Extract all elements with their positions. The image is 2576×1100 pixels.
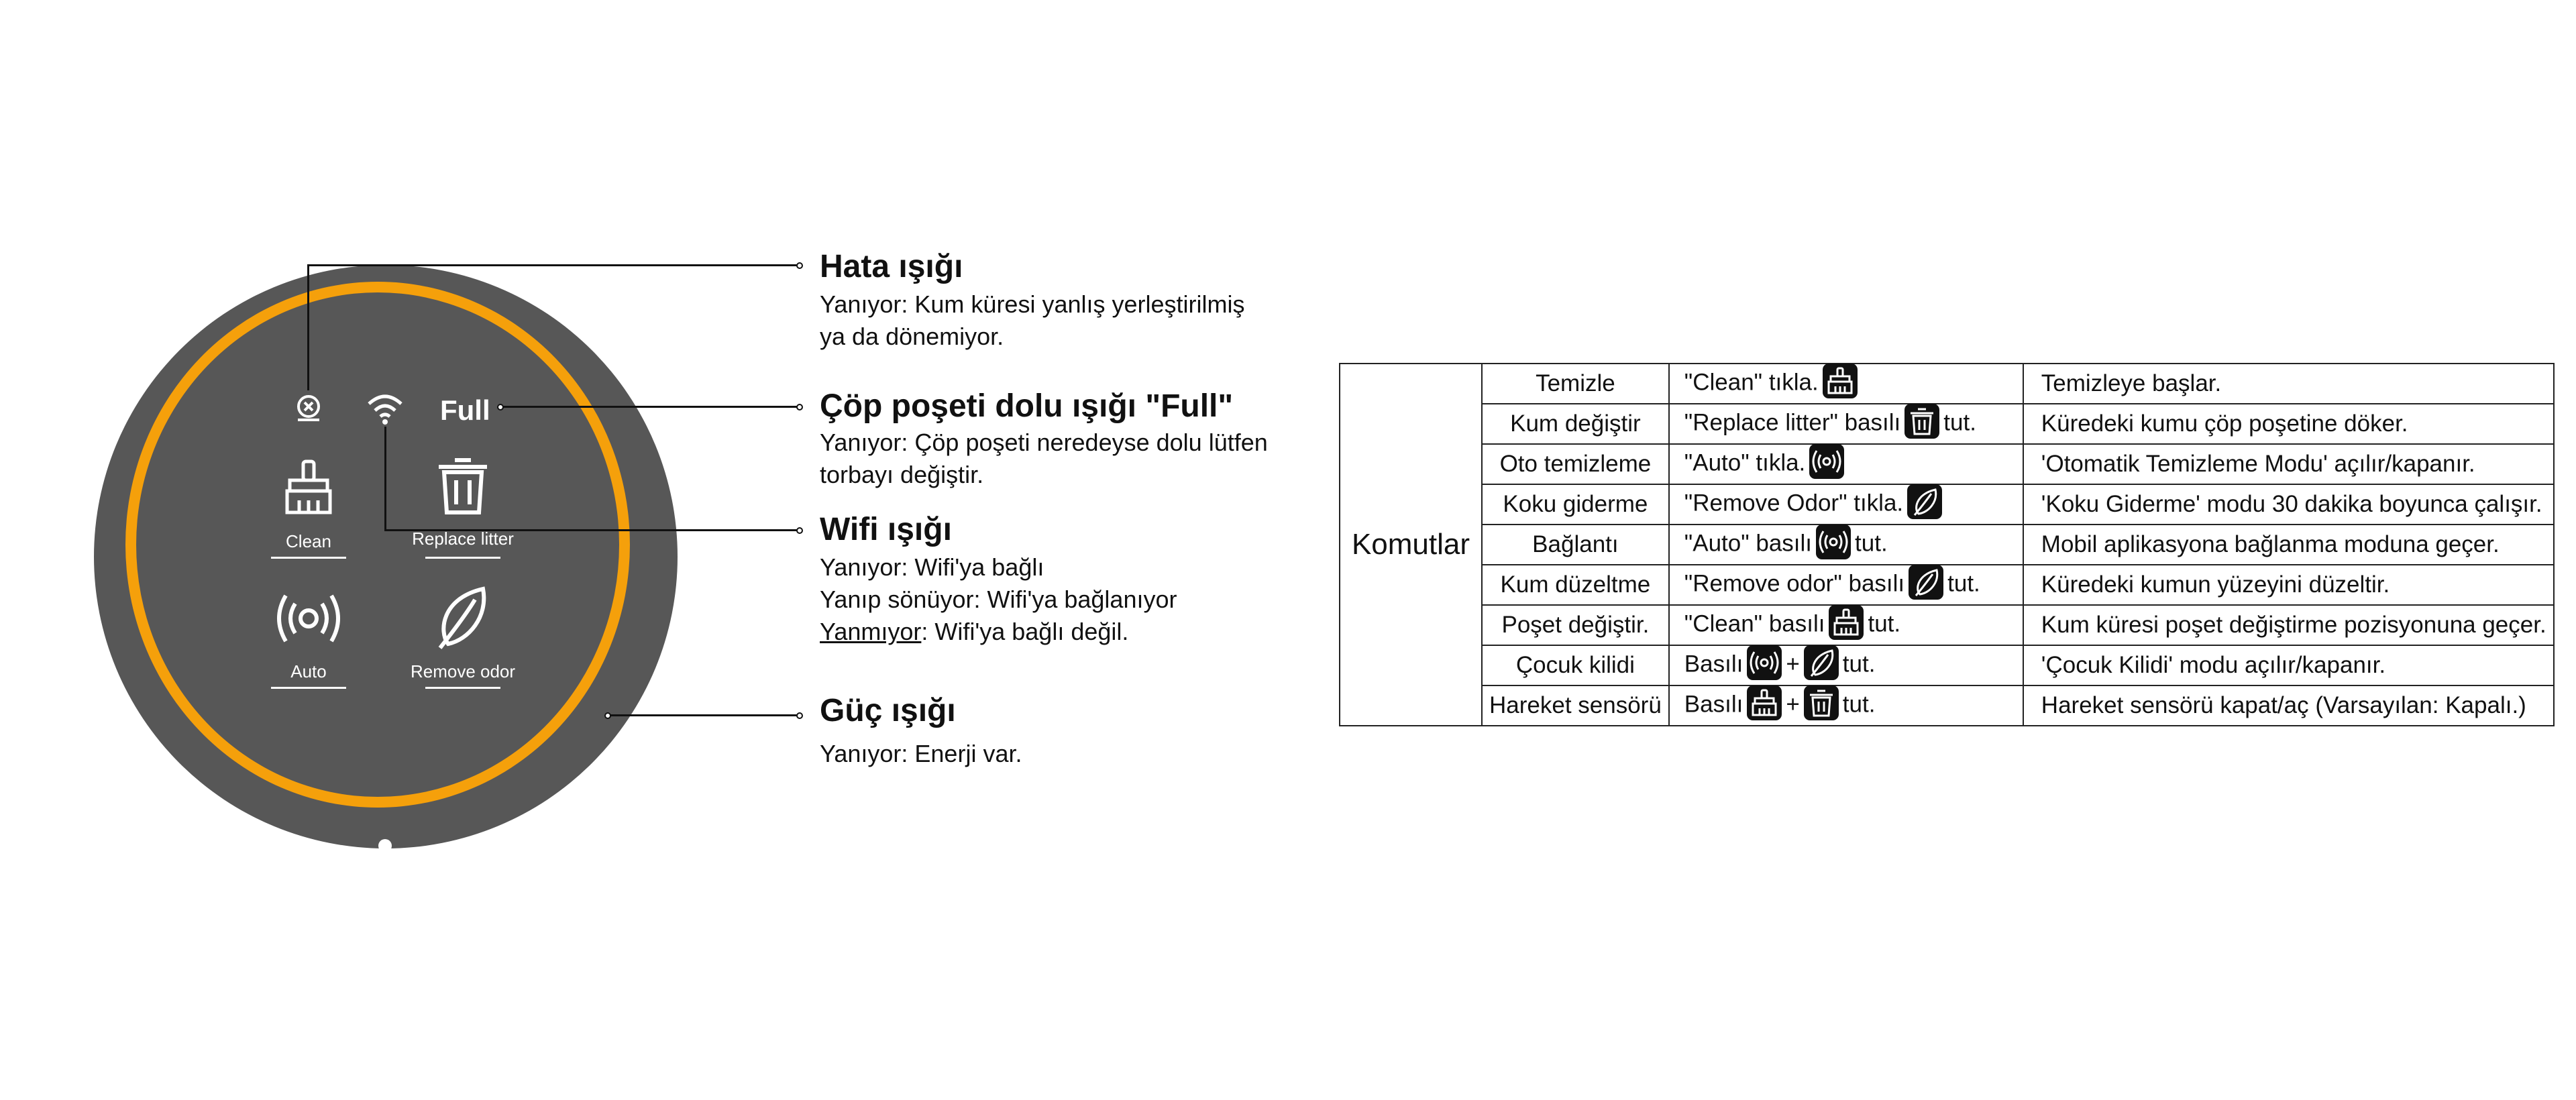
wifi-off-text: : Wifi'ya bağlı değil. [921,618,1129,645]
table-row: Oto temizleme "Auto" tıkla. 'Otomatik Te… [1340,443,2555,485]
broadcast-icon [1809,444,1845,479]
command-result: 'Koku Giderme' modu 30 dakika boyunca ça… [2022,484,2555,525]
full-light-desc-2: torbayı değiştir. [820,461,984,488]
command-name: Kum düzeltme [1481,564,1670,606]
error-icon [291,390,326,425]
error-leader-vertical [307,264,309,390]
broom-icon [1822,364,1858,398]
error-light-desc-1: Yanıyor: Kum küresi yanlış yerleştirilmi… [820,290,1245,318]
command-result: Temizleye başlar. [2022,363,2555,404]
trash-icon[interactable] [435,455,491,516]
power-leader-dot [796,712,803,719]
table-row: Komutlar Temizle "Clean" tıkla. Temizley… [1339,363,2555,726]
broom-icon[interactable] [280,459,337,516]
full-leader-dot [796,404,803,410]
commands-table: Komutlar Temizle "Clean" tıkla. Temizley… [1339,363,2555,726]
command-action: "Remove Odor" tıkla. [1668,484,2024,525]
broom-icon [1747,685,1782,720]
wifi-light-desc-2: Yanıp sönüyor: Wifi'ya bağlanıyor [820,586,1177,613]
trash-icon [1904,404,1940,439]
wifi-light-title: Wifi ışığı [820,512,952,547]
wifi-leader-horizontal [384,529,798,531]
remove-odor-button-underline [425,687,500,689]
error-light-desc-2: ya da dönemiyor. [820,323,1004,350]
command-name: Koku giderme [1481,484,1670,525]
table-row: Hareket sensörü Basılı+tut. Hareket sens… [1340,685,2555,726]
command-result: 'Otomatik Temizleme Modu' açılır/kapanır… [2022,443,2555,485]
wifi-leader-dot [796,527,803,534]
broadcast-icon [1816,525,1851,559]
command-name: Kum değiştir [1481,403,1670,445]
command-name: Oto temizleme [1481,443,1670,485]
broadcast-icon[interactable] [275,590,342,647]
full-light-title: Çöp poşeti dolu ışığı "Full" [820,388,1234,424]
clean-button-label[interactable]: Clean [286,531,331,551]
full-indicator-label: Full [440,394,490,426]
auto-button-label[interactable]: Auto [290,661,327,681]
command-result: 'Çocuk Kilidi' modu açılır/kapanır. [2022,645,2555,686]
power-leader-horizontal [608,714,798,716]
power-light-desc-1: Yanıyor: Enerji var. [820,740,1022,767]
command-result: Kum küresi poşet değiştirme pozisyonuna … [2022,604,2555,646]
command-name: Hareket sensörü [1481,685,1670,726]
wifi-leader-vertical [384,427,386,531]
full-leader-horizontal [500,406,798,408]
error-leader-dot [796,262,803,269]
wifi-light-desc-3: Yanmıyor: Wifi'ya bağlı değil. [820,617,1128,647]
command-action: Basılı+tut. [1668,645,2024,686]
full-light-desc-1: Yanıyor: Çöp poşeti neredeyse dolu lütfe… [820,429,1268,456]
clean-button-underline [271,557,346,559]
leaf-icon[interactable] [435,585,491,651]
leaf-icon [1909,565,1944,600]
replace-litter-button-underline [425,557,500,559]
error-light-title: Hata ışığı [820,249,963,284]
command-result: Küredeki kumu çöp poşetine döker. [2022,403,2555,445]
auto-button-underline [271,687,346,689]
table-row: Çocuk kilidi Basılı+tut. 'Çocuk Kilidi' … [1340,645,2555,686]
broadcast-icon [1747,645,1782,680]
command-action: Basılı+tut. [1668,685,2024,726]
command-name: Çocuk kilidi [1481,645,1670,686]
command-result: Küredeki kumun yüzeyini düzeltir. [2022,564,2555,606]
wifi-icon [366,392,404,425]
commands-group-label: Komutlar [1339,363,1483,726]
panel-notch [378,839,392,852]
remove-odor-button-label[interactable]: Remove odor [410,661,516,681]
wifi-light-desc-1: Yanıyor: Wifi'ya bağlı [820,553,1044,581]
command-result: Mobil aplikasyona bağlanma moduna geçer. [2022,524,2555,565]
trash-icon [1803,685,1839,720]
broom-icon [1829,605,1864,640]
command-name: Temizle [1481,363,1670,404]
command-result: Hareket sensörü kapat/aç (Varsayılan: Ka… [2022,685,2555,726]
error-leader-horizontal [307,264,798,266]
command-name: Poşet değiştir. [1481,604,1670,646]
command-name: Bağlantı [1481,524,1670,565]
command-action: "Clean" tıkla. [1668,363,2024,404]
full-leader-start-dot [497,404,504,410]
wifi-off-label: Yanmıyor [820,618,922,645]
power-leader-start-dot [604,712,611,719]
leaf-icon [1803,645,1839,680]
command-action: "Auto" tıkla. [1668,443,2024,485]
table-row: Koku giderme "Remove Odor" tıkla. 'Koku … [1340,484,2555,525]
leaf-icon [1907,484,1943,519]
power-light-title: Güç ışığı [820,693,956,728]
power-light-ring [125,282,630,808]
replace-litter-button-label[interactable]: Replace litter [412,529,514,549]
